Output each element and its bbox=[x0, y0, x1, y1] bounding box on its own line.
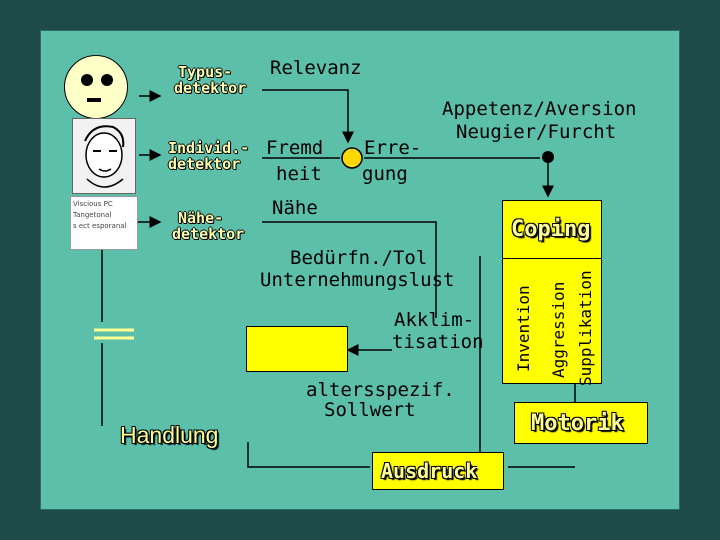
altersspezif-label: altersspezif. bbox=[306, 379, 455, 401]
photo-caption-line: Tangetonal bbox=[73, 211, 112, 219]
beduerfn-label: Bedürfn./Tol bbox=[290, 247, 428, 269]
relevanz-label: Relevanz bbox=[270, 57, 362, 79]
neugier-label: Neugier/Furcht bbox=[456, 121, 617, 143]
photo-caption-card: Viscious PC Tangetonal s ect esporanal bbox=[70, 196, 138, 250]
fremd-label: Fremd bbox=[266, 137, 324, 159]
appetenz-label: Appetenz/Aversion bbox=[442, 98, 637, 120]
erregung-node bbox=[341, 147, 363, 169]
heit-label: heit bbox=[276, 163, 322, 185]
photo-caption-line: Viscious PC bbox=[73, 200, 113, 208]
naehe-label: Nähe bbox=[272, 197, 318, 219]
response-box bbox=[502, 258, 602, 384]
ausdruck-label: Ausdruck bbox=[381, 459, 478, 483]
tisation-label: tisation bbox=[392, 331, 484, 353]
ausdruck-box: Ausdruck bbox=[372, 452, 504, 490]
supplikation-label: Supplikation bbox=[576, 270, 595, 386]
individ-detektor: Individ.- detektor bbox=[168, 139, 250, 173]
portrait-sketch-icon bbox=[72, 118, 136, 194]
unternehmung-label: Unternehmungslust bbox=[260, 269, 455, 291]
coping-label: Coping bbox=[511, 217, 591, 242]
sollwert-label: Sollwert bbox=[324, 399, 416, 421]
photo-caption-line: s ect esporanal bbox=[73, 222, 127, 230]
handlung-label: Handlung bbox=[120, 422, 219, 448]
smiley-face-icon bbox=[64, 55, 128, 119]
aggression-label: Aggression bbox=[549, 281, 568, 378]
naehe-detektor: Nähe- detektor bbox=[172, 209, 245, 243]
akklim-label: Akklim- bbox=[394, 309, 475, 331]
motorik-label: Motorik bbox=[531, 411, 624, 436]
invention-label: Invention bbox=[514, 285, 533, 372]
gung-label: gung bbox=[362, 163, 408, 185]
erre-label: Erre- bbox=[364, 137, 422, 159]
coping-box: Coping bbox=[502, 200, 602, 260]
sollwert-box bbox=[246, 326, 348, 372]
motorik-box: Motorik bbox=[514, 402, 648, 444]
typus-detektor: Typus- detektor bbox=[174, 63, 247, 97]
